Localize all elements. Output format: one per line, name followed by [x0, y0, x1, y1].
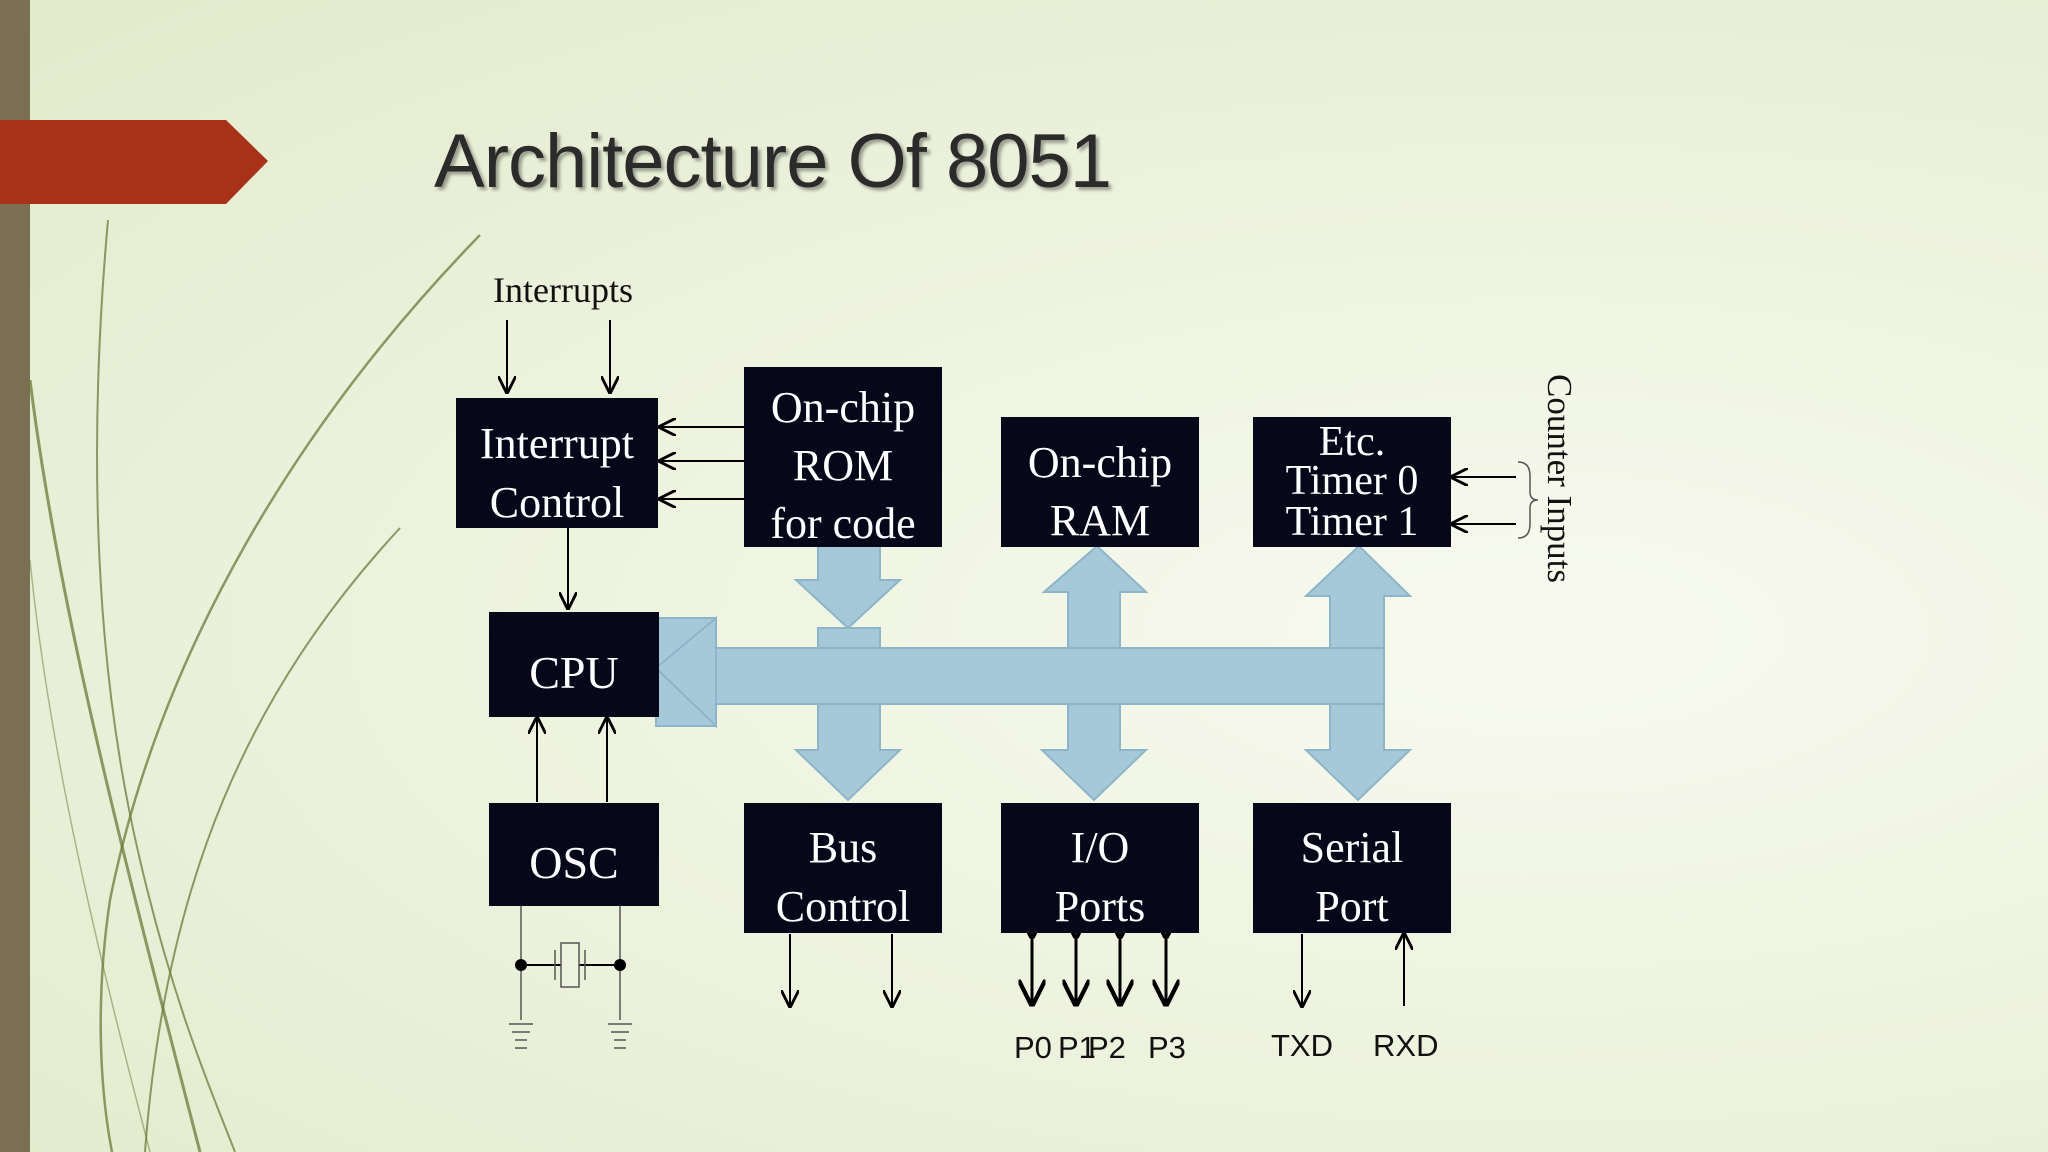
cpu-label: CPU — [529, 647, 618, 698]
timers-block: Etc. Timer 0 Timer 1 — [1253, 417, 1451, 547]
bus-to-buscontrol — [793, 703, 903, 802]
counter-brace — [1517, 461, 1539, 539]
bus-arrow-to-cpu — [654, 615, 717, 729]
serial-port-block: Serial Port — [1253, 803, 1451, 933]
rom-line-3: for code — [770, 499, 915, 548]
osc-label: OSC — [529, 837, 618, 888]
slide-title: Architecture Of 8051 — [434, 119, 1112, 204]
decorative-swooshes — [28, 219, 481, 1152]
rom-line-1: On-chip — [771, 383, 915, 432]
port-label-p0: P0 — [1014, 1030, 1052, 1065]
bus-main-arrow — [655, 617, 1385, 727]
port-label-p2: P2 — [1088, 1030, 1126, 1065]
interrupt-control-block: Interrupt Control — [456, 398, 658, 528]
bus-control-line-1: Bus — [809, 823, 877, 872]
txd-label: TXD — [1271, 1028, 1333, 1063]
cpu-block: CPU — [489, 612, 659, 717]
bus-timer-arrow — [1303, 544, 1413, 649]
rom-line-2: ROM — [793, 441, 893, 490]
counter-inputs-label: Counter Inputs — [1540, 374, 1579, 583]
port-label-p1: P1 — [1058, 1030, 1096, 1065]
timers-line-1: Etc. — [1319, 419, 1385, 465]
bus-control-line-2: Control — [776, 882, 910, 931]
interrupt-control-line-2: Control — [490, 478, 624, 527]
ram-line-2: RAM — [1050, 496, 1150, 545]
title-flag-shape — [0, 120, 268, 204]
crystal-oscillator-circuit — [509, 906, 632, 1049]
rom-block: On-chip ROM for code — [744, 367, 942, 548]
port-label-p3: P3 — [1148, 1030, 1186, 1065]
interrupts-label: Interrupts — [493, 270, 633, 310]
serial-port-line-2: Port — [1315, 882, 1388, 931]
io-port-arrows — [1032, 936, 1166, 1004]
serial-port-line-1: Serial — [1301, 823, 1404, 872]
ram-line-1: On-chip — [1028, 438, 1172, 487]
data-bus — [654, 544, 1413, 802]
io-ports-line-1: I/O — [1071, 823, 1130, 872]
timers-line-2: Timer 0 — [1286, 458, 1419, 504]
timers-line-3: Timer 1 — [1286, 499, 1419, 545]
osc-block: OSC — [489, 803, 659, 906]
bus-to-serial — [1303, 703, 1413, 802]
bus-ram-arrow — [1041, 544, 1149, 649]
bus-rom-stub — [817, 627, 881, 649]
interrupt-control-line-1: Interrupt — [480, 419, 634, 468]
io-ports-line-2: Ports — [1055, 882, 1145, 931]
rxd-label: RXD — [1373, 1028, 1438, 1063]
port-labels: P0 P1 P2 P3 TXD RXD — [1014, 1028, 1438, 1065]
bus-from-rom — [793, 544, 903, 630]
bus-control-block: Bus Control — [744, 803, 942, 933]
ram-block: On-chip RAM — [1001, 417, 1199, 547]
io-ports-block: I/O Ports — [1001, 803, 1199, 933]
bus-to-io — [1039, 703, 1149, 802]
